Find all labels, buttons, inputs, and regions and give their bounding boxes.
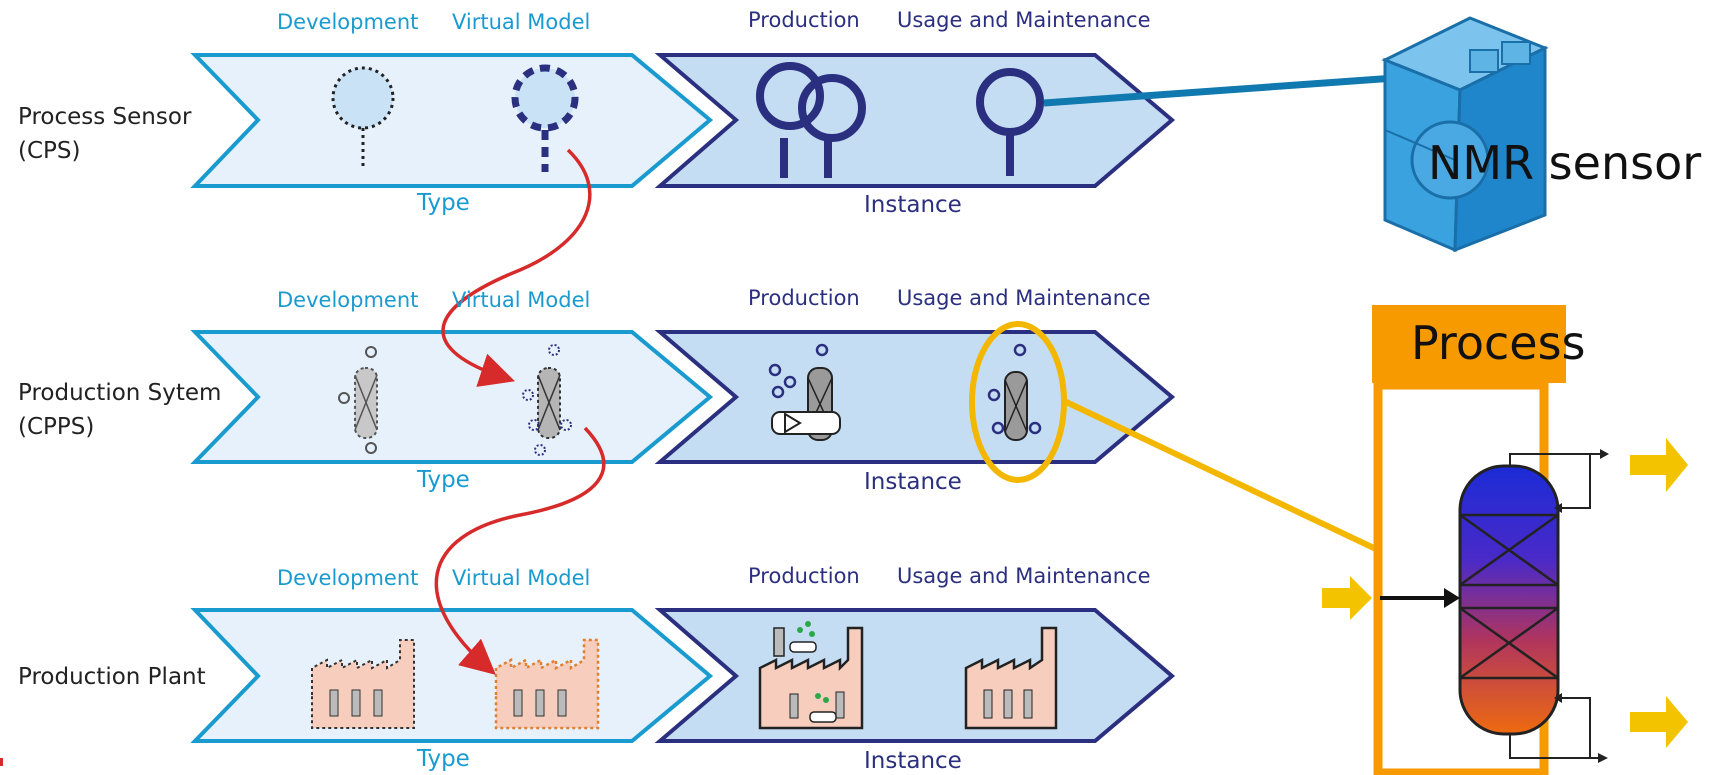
row1-phase-production: Production [748,8,860,32]
sensor-virtual-model-icon [511,64,579,172]
plant-virtual-model-icon [494,638,600,730]
row1-phase-usage: Usage and Maintenance [897,8,1151,32]
row2-type-chevron [190,330,714,464]
process-title: Process [1411,316,1586,370]
nmr-device-icon [1381,16,1549,253]
process-input-arrow-icon [1322,576,1372,620]
row2-label: Production Sytem (CPPS) [18,376,221,444]
row2-phase-virtual-model: Virtual Model [452,288,591,312]
row1-instance-chevron [654,53,1176,188]
row3-instance-caption: Instance [864,748,962,774]
row2-phase-usage: Usage and Maintenance [897,286,1151,310]
row1-label-line1: Process Sensor [18,104,192,130]
row3-label: Production Plant [18,660,206,694]
row1-type-caption: Type [417,190,470,216]
row2-phase-development: Development [277,288,419,312]
row2-instance-caption: Instance [864,469,962,495]
plant-production-icon [758,621,864,730]
row1-type-chevron [190,53,714,188]
sensor-production-icon [756,62,866,178]
process-output-top-arrow-icon [1630,438,1688,492]
column-virtual-model-icon [522,344,572,456]
row2-phase-production: Production [748,286,860,310]
process-output-bottom-arrow-icon [1630,696,1688,748]
flow-arrow-2 [434,426,606,675]
process-header-bg [1372,305,1566,383]
sensor-usage-icon [976,68,1044,176]
flow-arrow-1 [441,148,592,387]
row2-type-caption: Type [417,467,470,493]
process-connector-line [1060,397,1380,553]
plant-development-icon [311,639,415,729]
row3-type-caption: Type [417,746,470,772]
row2-label-line1: Production Sytem [18,380,222,406]
plant-usage-icon [964,626,1058,730]
nmr-sensor-label: NMR sensor [1428,136,1702,190]
row3-instance-chevron [654,608,1176,743]
row2-label-line2: (CPPS) [18,414,95,440]
row3-phase-production: Production [748,564,860,588]
row1-label-line2: (CPS) [18,138,81,164]
row1-instance-caption: Instance [864,192,962,218]
nmr-connector-line [1043,74,1396,107]
row3-phase-development: Development [277,566,419,590]
sensor-development-icon [331,66,395,170]
column-production-icon [768,343,841,441]
distillation-column-icon [1380,449,1609,763]
row3-phase-virtual-model: Virtual Model [452,566,591,590]
row3-phase-usage: Usage and Maintenance [897,564,1151,588]
row3-label-line1: Production Plant [18,664,206,690]
column-usage-icon [987,343,1042,441]
column-development-icon [338,346,378,454]
row1-label: Process Sensor (CPS) [18,100,191,168]
row1-phase-development: Development [277,10,419,34]
row2-instance-chevron [654,330,1176,464]
edge-marker [0,758,3,766]
row1-phase-virtual-model: Virtual Model [452,10,591,34]
